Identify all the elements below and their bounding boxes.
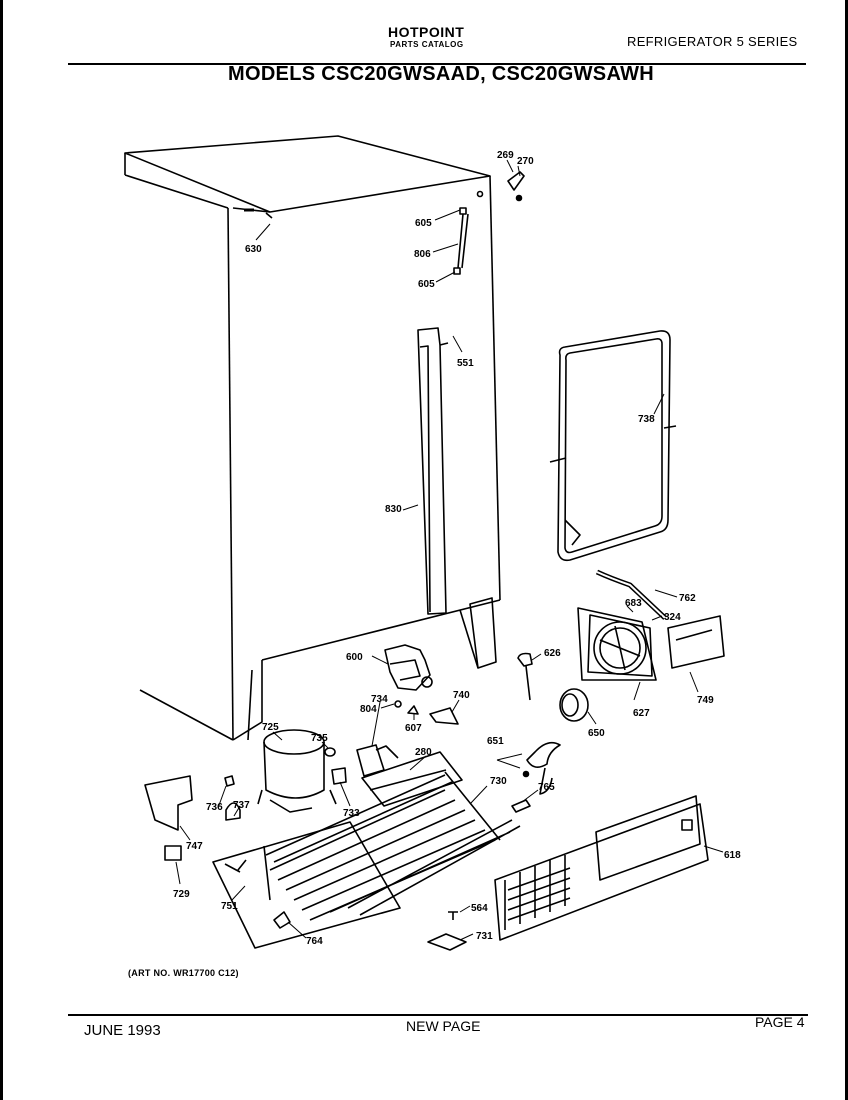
callout-730: 730 xyxy=(490,776,507,787)
callout-735: 735 xyxy=(311,733,328,744)
callout-551: 551 xyxy=(457,358,474,369)
callout-830: 830 xyxy=(385,504,402,515)
callout-738: 738 xyxy=(638,414,655,425)
art-number: (ART NO. WR17700 C12) xyxy=(128,968,239,978)
callout-269: 269 xyxy=(497,150,514,161)
callout-804: 804 xyxy=(360,704,377,715)
callout-564: 564 xyxy=(471,903,488,914)
page-number: PAGE 4 xyxy=(755,1014,805,1030)
callout-605-top: 605 xyxy=(415,218,432,229)
callout-762: 762 xyxy=(679,593,696,604)
callout-731: 731 xyxy=(476,931,493,942)
series-label: REFRIGERATOR 5 SERIES xyxy=(627,34,798,49)
callout-765: 765 xyxy=(538,782,555,793)
callout-749: 749 xyxy=(697,695,714,706)
catalog-label: PARTS CATALOG xyxy=(390,40,464,49)
callout-280: 280 xyxy=(415,747,432,758)
callout-650: 650 xyxy=(588,728,605,739)
header-rule xyxy=(68,63,806,65)
cabinet-drawing xyxy=(124,135,501,741)
brand-name: HOTPOINT xyxy=(388,24,465,40)
callout-733: 733 xyxy=(343,808,360,819)
page-title: MODELS CSC20GWSAAD, CSC20GWSAWH xyxy=(228,63,655,85)
footer-note: NEW PAGE xyxy=(406,1018,481,1034)
condenser-coil xyxy=(263,771,521,921)
callout-630: 630 xyxy=(245,244,262,255)
footer-rule xyxy=(68,1014,808,1016)
callout-600: 600 xyxy=(346,652,363,663)
callout-607: 607 xyxy=(405,723,422,734)
callout-627: 627 xyxy=(633,708,650,719)
callout-747: 747 xyxy=(186,841,203,852)
callout-605-bottom: 605 xyxy=(418,279,435,290)
callout-618: 618 xyxy=(724,850,741,861)
callout-737: 737 xyxy=(233,800,250,811)
callout-labels: 269 270 605 806 605 630 551 738 830 762 … xyxy=(173,150,741,947)
callout-751: 751 xyxy=(221,901,238,912)
page-border-left xyxy=(0,0,3,1100)
callout-740: 740 xyxy=(453,690,470,701)
callout-651: 651 xyxy=(487,736,504,747)
callout-764: 764 xyxy=(306,936,323,947)
callout-270: 270 xyxy=(517,156,534,167)
callout-324: 324 xyxy=(664,612,681,623)
page-border-right xyxy=(845,0,848,1100)
footer-date: JUNE 1993 xyxy=(84,1022,161,1039)
callout-729: 729 xyxy=(173,889,190,900)
callout-725: 725 xyxy=(262,722,279,733)
callout-734: 734 xyxy=(371,694,388,705)
callout-736: 736 xyxy=(206,802,223,813)
callout-626: 626 xyxy=(544,648,561,659)
callout-806: 806 xyxy=(414,249,431,260)
callout-683: 683 xyxy=(625,598,642,609)
